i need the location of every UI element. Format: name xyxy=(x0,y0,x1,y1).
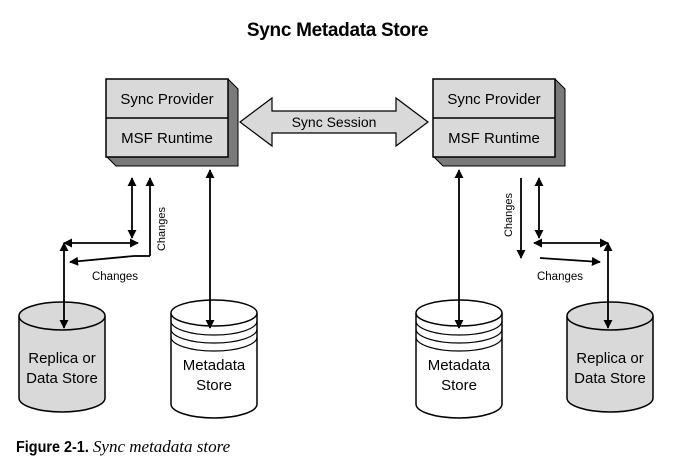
right-changes-vertical-label: Changes xyxy=(503,192,515,237)
left-changes-left-arrow xyxy=(69,255,135,266)
right-replica-line2: Data Store xyxy=(574,370,646,387)
left-replica-cylinder: Replica or Data Store xyxy=(18,301,106,413)
figure-caption: Figure 2-1. Sync metadata store xyxy=(16,437,230,457)
right-changes-horizontal-label: Changes xyxy=(537,271,583,283)
right-provider-box: Sync Provider MSF Runtime xyxy=(432,78,566,167)
right-replica-line1: Replica or xyxy=(576,350,644,367)
left-msf-runtime-label: MSF Runtime xyxy=(121,130,213,147)
sync-session-label: Sync Session xyxy=(292,114,377,130)
left-metadata-line1: Metadata xyxy=(183,357,246,374)
right-metadata-line1: Metadata xyxy=(428,357,491,374)
left-sync-provider-label: Sync Provider xyxy=(120,91,213,108)
left-replica-line1: Replica or xyxy=(28,350,96,367)
left-changes-horizontal-label: Changes xyxy=(92,271,138,283)
right-metadata-line2: Store xyxy=(441,377,477,394)
figure-number: Figure 2-1. xyxy=(16,439,89,456)
right-sync-provider-label: Sync Provider xyxy=(447,91,540,108)
figure-title: Sync metadata store xyxy=(92,437,231,456)
left-changes-vertical-label: Changes xyxy=(156,206,168,251)
left-metadata-line2: Store xyxy=(196,377,232,394)
sync-session-arrow: Sync Session xyxy=(239,96,429,148)
left-metadata-cylinder: Metadata Store xyxy=(170,299,258,419)
right-msf-runtime-label: MSF Runtime xyxy=(448,130,540,147)
left-replica-line2: Data Store xyxy=(26,370,98,387)
left-provider-box: Sync Provider MSF Runtime xyxy=(105,78,239,167)
right-changes-right-arrow xyxy=(539,256,601,266)
right-replica-cylinder: Replica or Data Store xyxy=(566,301,654,413)
diagram-title: Sync Metadata Store xyxy=(246,20,429,41)
